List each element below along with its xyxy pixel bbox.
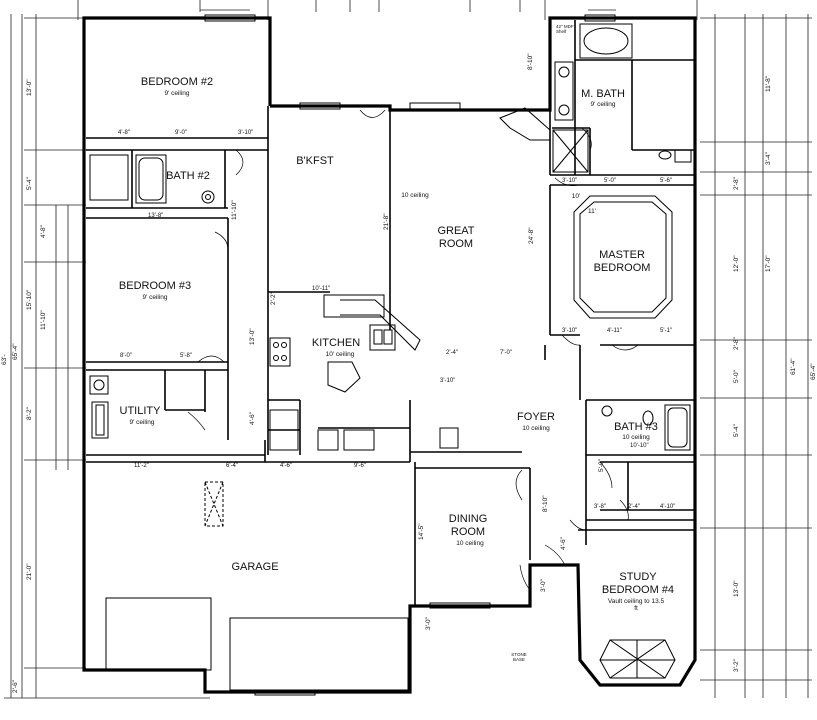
room-label-kitchen: KITCHEN — [311, 337, 361, 349]
dim-left-65-4: 65'-4" — [12, 343, 19, 360]
dim-inner-5-1: 5'-1" — [660, 328, 672, 334]
dimension-lines — [4, 0, 812, 699]
dim-inner-8-0: 8'-0" — [120, 353, 132, 359]
room-label-master-bedroom: MASTER BEDROOM — [593, 249, 651, 274]
dim-right-3-2: 3'-2" — [733, 659, 740, 672]
room-ceiling-bedroom-3: 9' ceiling — [142, 294, 168, 301]
dim-inner-3-10-b: 3'-10" — [440, 378, 456, 384]
dim-inner-4-6-v: 4'-6" — [249, 412, 256, 425]
dim-inner-13-8: 13'-8" — [148, 213, 164, 219]
room-ceiling-foyer: 10 ceiling — [522, 425, 550, 432]
dim-right-3-4: 3'-4" — [765, 152, 772, 165]
dim-left-13-0: 13'-0" — [26, 79, 33, 96]
dim-inner-9-0: 9'-0" — [175, 130, 187, 136]
room-ceiling-bedroom-2: 9' ceiling — [164, 90, 190, 97]
dim-inner-4-6-c: 4'-6" — [560, 537, 567, 550]
room-label-great-room: GREAT ROOM — [437, 225, 475, 250]
dim-right-65-4: 65'-4" — [810, 363, 817, 380]
dim-inner-10-10: 10'-10" — [630, 443, 649, 449]
room-ceiling-master-tray: 11' — [588, 208, 596, 215]
note-mdf-shelf: 42" MDF Shelf — [556, 24, 574, 34]
dim-right-11-8: 11'-8" — [765, 75, 772, 92]
dim-inner-8-10: 8'-10" — [527, 53, 534, 70]
room-ceiling-study-bedroom-4: Vault ceiling to 13.5 ft — [607, 598, 665, 612]
dim-inner-8-10-b: 8'-10" — [542, 495, 549, 512]
room-label-bedroom-2: BEDROOM #2 — [140, 76, 214, 88]
dim-inner-7-0: 7'-0" — [500, 350, 512, 356]
dim-inner-3-4: 3'-10" — [562, 178, 578, 184]
dim-inner-24-8: 24'-8" — [528, 227, 535, 244]
room-label-dining-room: DINING ROOM — [448, 513, 488, 538]
dim-inner-3-0: 3'-0" — [540, 579, 547, 592]
dim-inner-5-6: 5'-6" — [660, 178, 672, 184]
dim-inner-14-5: 14'-5" — [418, 523, 425, 540]
room-label-bath-2: BATH #2 — [166, 170, 210, 182]
dim-inner-4-6: 4'-6" — [280, 463, 292, 469]
dim-inner-2-4-b: 2'-4" — [628, 504, 640, 510]
room-ceiling-utility: 9' ceiling — [129, 419, 155, 426]
dim-right-2-8-upper: 2'-8" — [733, 177, 740, 190]
dim-left-11-10: 11'-10" — [40, 310, 47, 330]
room-label-breakfast: B'KFST — [296, 155, 334, 167]
dim-right-61-4: 61'-4" — [790, 358, 797, 375]
dim-inner-5-0-b: 5'-0" — [598, 459, 605, 472]
room-label-master-bath: M. BATH — [581, 88, 625, 100]
dim-inner-21-8: 21'-8" — [383, 213, 390, 230]
dim-left-63: 63'- — [1, 354, 8, 365]
dim-right-17-0: 17'-0" — [765, 255, 772, 272]
dim-inner-11-10: 11'-10" — [231, 200, 238, 220]
dim-inner-4-8: 4'-8" — [118, 130, 130, 136]
dim-inner-3-8: 3'-8" — [594, 504, 606, 510]
dim-left-2-6: 2'-6" — [12, 680, 19, 693]
dim-inner-3-0-b: 3'-0" — [425, 617, 432, 630]
note-stone-base: STONE BASE — [511, 652, 527, 662]
interior-walls — [86, 18, 695, 606]
room-label-utility: UTILITY — [119, 405, 161, 417]
dim-inner-6-4: 6'-4" — [226, 463, 238, 469]
dim-inner-11-2: 11'-2" — [134, 463, 149, 469]
dim-inner-2-4-a: 2'-4" — [446, 350, 458, 356]
dim-inner-5-8: 5'-8" — [180, 353, 192, 359]
dim-inner-2-2: 2'-2" — [270, 292, 277, 305]
room-label-bedroom-3: BEDROOM #3 — [118, 280, 192, 292]
dim-left-15-10: 15'-10" — [26, 289, 33, 310]
dim-inner-13-0: 13'-0" — [249, 328, 256, 345]
room-label-study-bedroom-4: STUDY BEDROOM #4 — [601, 571, 675, 596]
room-ceiling-bath-3: 10 ceiling — [622, 434, 650, 441]
dim-inner-4-10: 4'-10" — [660, 504, 676, 510]
dim-right-13-0: 13'-0" — [733, 580, 740, 597]
room-label-foyer: FOYER — [517, 411, 555, 423]
room-label-garage: GARAGE — [231, 561, 279, 573]
dim-inner-3-10-a: 3'-10" — [238, 130, 254, 136]
fixtures — [89, 23, 692, 691]
dim-left-5-4: 5'-4" — [26, 177, 33, 190]
room-label-bath-3: BATH #3 — [614, 421, 658, 433]
dim-left-8-2: 8'-2" — [26, 407, 33, 420]
door-swings — [187, 109, 639, 591]
dim-right-5-0: 5'-0" — [733, 370, 740, 383]
dim-right-5-4: 5'-4" — [733, 424, 740, 437]
room-ceiling-dining-room: 10 ceiling — [456, 540, 484, 547]
room-ceiling-master-outer: 10' — [571, 193, 581, 200]
room-ceiling-great-room: 10 ceiling — [401, 192, 429, 199]
dim-inner-10-11: 10'-11" — [312, 286, 331, 292]
room-ceiling-kitchen: 10' ceiling — [325, 351, 355, 358]
room-ceiling-master-bath: 9' ceiling — [590, 101, 616, 108]
dim-inner-3-10-c: 3'-10" — [562, 328, 578, 334]
dim-inner-9-6: 9'-6" — [354, 463, 366, 469]
dim-inner-5-0-a: 5'-0" — [604, 178, 616, 184]
dim-inner-4-11: 4'-11" — [607, 328, 622, 334]
dim-right-2-8-lower: 2'-8" — [733, 337, 740, 350]
window-markers — [204, 14, 616, 696]
dim-left-21-0: 21'-0" — [26, 563, 33, 580]
dim-right-12-0: 12'-0" — [733, 255, 740, 272]
dim-left-4-8: 4'-8" — [40, 225, 47, 238]
